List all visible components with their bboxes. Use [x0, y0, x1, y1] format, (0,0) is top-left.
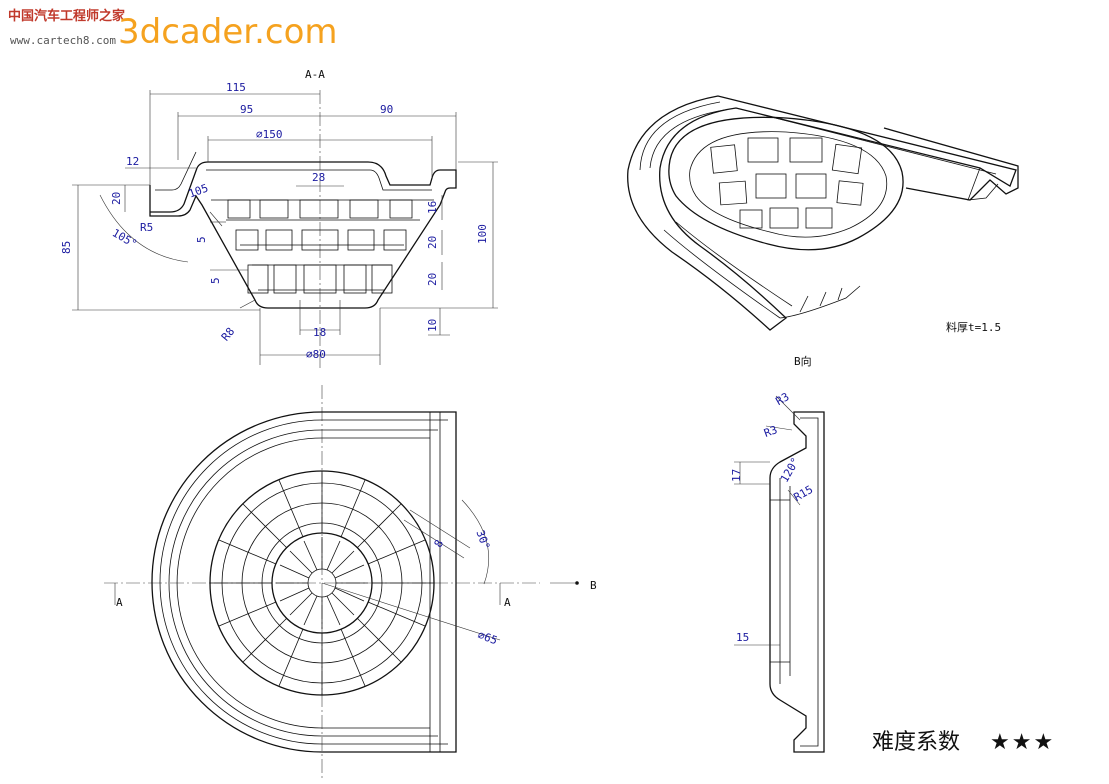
- dim-15: 15: [736, 631, 749, 644]
- watermark: 中国汽车工程师之家 3dcader.com www.cartech8.com: [8, 8, 338, 52]
- dim-5-upper: 5: [195, 236, 208, 243]
- side-dimension-lines: [734, 395, 801, 646]
- dim-20-mid: 20: [426, 236, 439, 249]
- plan-basket-ribs: [210, 471, 434, 695]
- dim-85: 85: [60, 241, 73, 254]
- iso-flange-lines: [639, 101, 999, 319]
- dim-10: 10: [426, 319, 439, 332]
- thickness-note: 料厚t=1.5: [946, 320, 1001, 334]
- plan-hub-spokes: [276, 537, 368, 629]
- isometric-view: 料厚t=1.5 B向: [627, 95, 1019, 368]
- dim-r5: R5: [140, 221, 153, 234]
- dim-r3-lower: R3: [762, 423, 779, 440]
- dim-r3-top: R3: [774, 390, 792, 408]
- dim-16: 16: [426, 201, 439, 214]
- dim-20-low: 20: [426, 273, 439, 286]
- view-arrow-label: B: [590, 579, 597, 592]
- section-view-a-a: A-A: [60, 68, 498, 370]
- dim-105-radius: 105: [187, 182, 210, 201]
- dim-dia65: ∅65: [476, 628, 499, 647]
- view-arrow-dot: [575, 581, 579, 585]
- dim-20-top: 20: [110, 192, 123, 205]
- dim-r15: R15: [792, 483, 816, 504]
- side-view: R3 R3 17 120° R15 15: [730, 390, 825, 753]
- dim-8: 8: [432, 537, 447, 549]
- dim-5-lower: 5: [209, 277, 222, 284]
- dim-angle-30: 30°: [473, 528, 492, 551]
- difficulty-stars: ★★★: [990, 730, 1055, 755]
- section-title: A-A: [305, 68, 325, 81]
- dim-17: 17: [730, 469, 743, 482]
- view-b-label: B向: [794, 354, 812, 368]
- section-window-grid: [227, 199, 413, 294]
- dim-28: 28: [312, 171, 325, 184]
- dim-angle-105: 105°: [110, 226, 139, 251]
- difficulty-label: 难度系数: [872, 730, 960, 755]
- dim-dia80: ∅80: [306, 348, 326, 361]
- dim-r8: R8: [219, 325, 237, 344]
- watermark-logo-text: 3dcader.com: [118, 12, 338, 52]
- plan-outer-contour: [151, 411, 457, 753]
- plan-dimension-lines: [114, 499, 575, 641]
- watermark-sub-text: www.cartech8.com: [10, 34, 116, 47]
- side-inner-profile: [770, 417, 819, 747]
- iso-cup-rim: [668, 116, 904, 251]
- dim-12: 12: [126, 155, 139, 168]
- dim-90: 90: [380, 103, 393, 116]
- dim-95: 95: [240, 103, 253, 116]
- iso-bottom-grille: [779, 285, 861, 319]
- section-mark-left: A: [116, 596, 123, 609]
- watermark-cn-text: 中国汽车工程师之家: [8, 8, 126, 24]
- iso-right-channel: [883, 127, 1019, 201]
- iso-basket-grid: [710, 137, 864, 229]
- section-dimension-lines: [72, 90, 498, 365]
- dim-dia150: ∅150: [256, 128, 283, 141]
- dim-18: 18: [313, 326, 326, 339]
- difficulty-rating: 难度系数 ★★★: [872, 730, 1055, 755]
- dim-angle-120: 120°: [778, 455, 803, 484]
- plan-offset-contours: [159, 412, 448, 752]
- section-mark-right: A: [504, 596, 511, 609]
- plan-view: 8 30° ∅65 A A B: [104, 385, 597, 780]
- dim-115: 115: [226, 81, 246, 94]
- side-outer-profile: [769, 411, 825, 753]
- iso-outer-flange: [627, 95, 1017, 331]
- section-profile: [149, 161, 457, 309]
- dim-100: 100: [476, 224, 489, 244]
- iso-cup-inner: [689, 131, 888, 238]
